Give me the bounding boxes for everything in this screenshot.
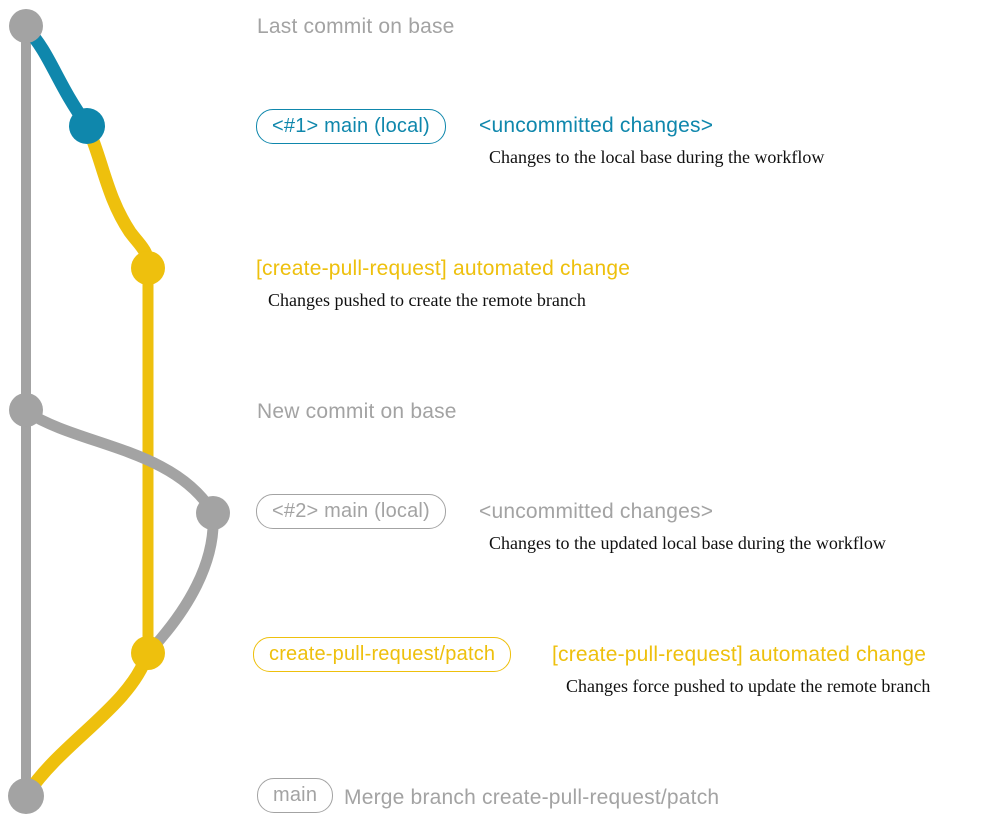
branch-badge-main-local-1: <#1> main (local) [256,109,446,144]
branch-line-rebase-out [21,406,218,517]
note-push-create-branch: Changes pushed to create the remote bran… [268,290,586,310]
commit-node-automated-2 [131,636,165,670]
note-updated-local-base-changes: Changes to the updated local base during… [489,533,886,553]
branch-badge-main-local-2: <#2> main (local) [256,494,446,529]
git-graph [8,9,230,814]
label-automated-change-2: [create-pull-request] automated change [552,643,927,666]
branch-line-rebase-in [143,508,219,658]
commit-node-merge [8,778,44,814]
branch-badge-patch: create-pull-request/patch [253,637,512,672]
commit-node-new-base [9,393,43,427]
label-new-commit-on-base: New commit on base [257,400,457,423]
commit-node-main-local-1 [69,108,105,144]
label-automated-change-1: [create-pull-request] automated change [256,257,631,280]
branch-line-merge [21,648,154,800]
note-local-base-changes: Changes to the local base during the wor… [489,147,825,167]
commit-node-main-local-2 [196,496,230,530]
branch-badge-main: main [257,778,334,813]
note-force-push-update-branch: Changes force pushed to update the remot… [566,676,931,696]
commit-node-last-base [9,9,43,43]
commit-node-automated-1 [131,251,165,285]
branch-line-push [80,119,155,275]
label-last-commit-on-base: Last commit on base [257,15,455,38]
label-uncommitted-changes-1: <uncommitted changes> [479,114,714,137]
label-uncommitted-changes-2: <uncommitted changes> [479,500,714,523]
label-merge-branch: Merge branch create-pull-request/patch [344,786,720,809]
